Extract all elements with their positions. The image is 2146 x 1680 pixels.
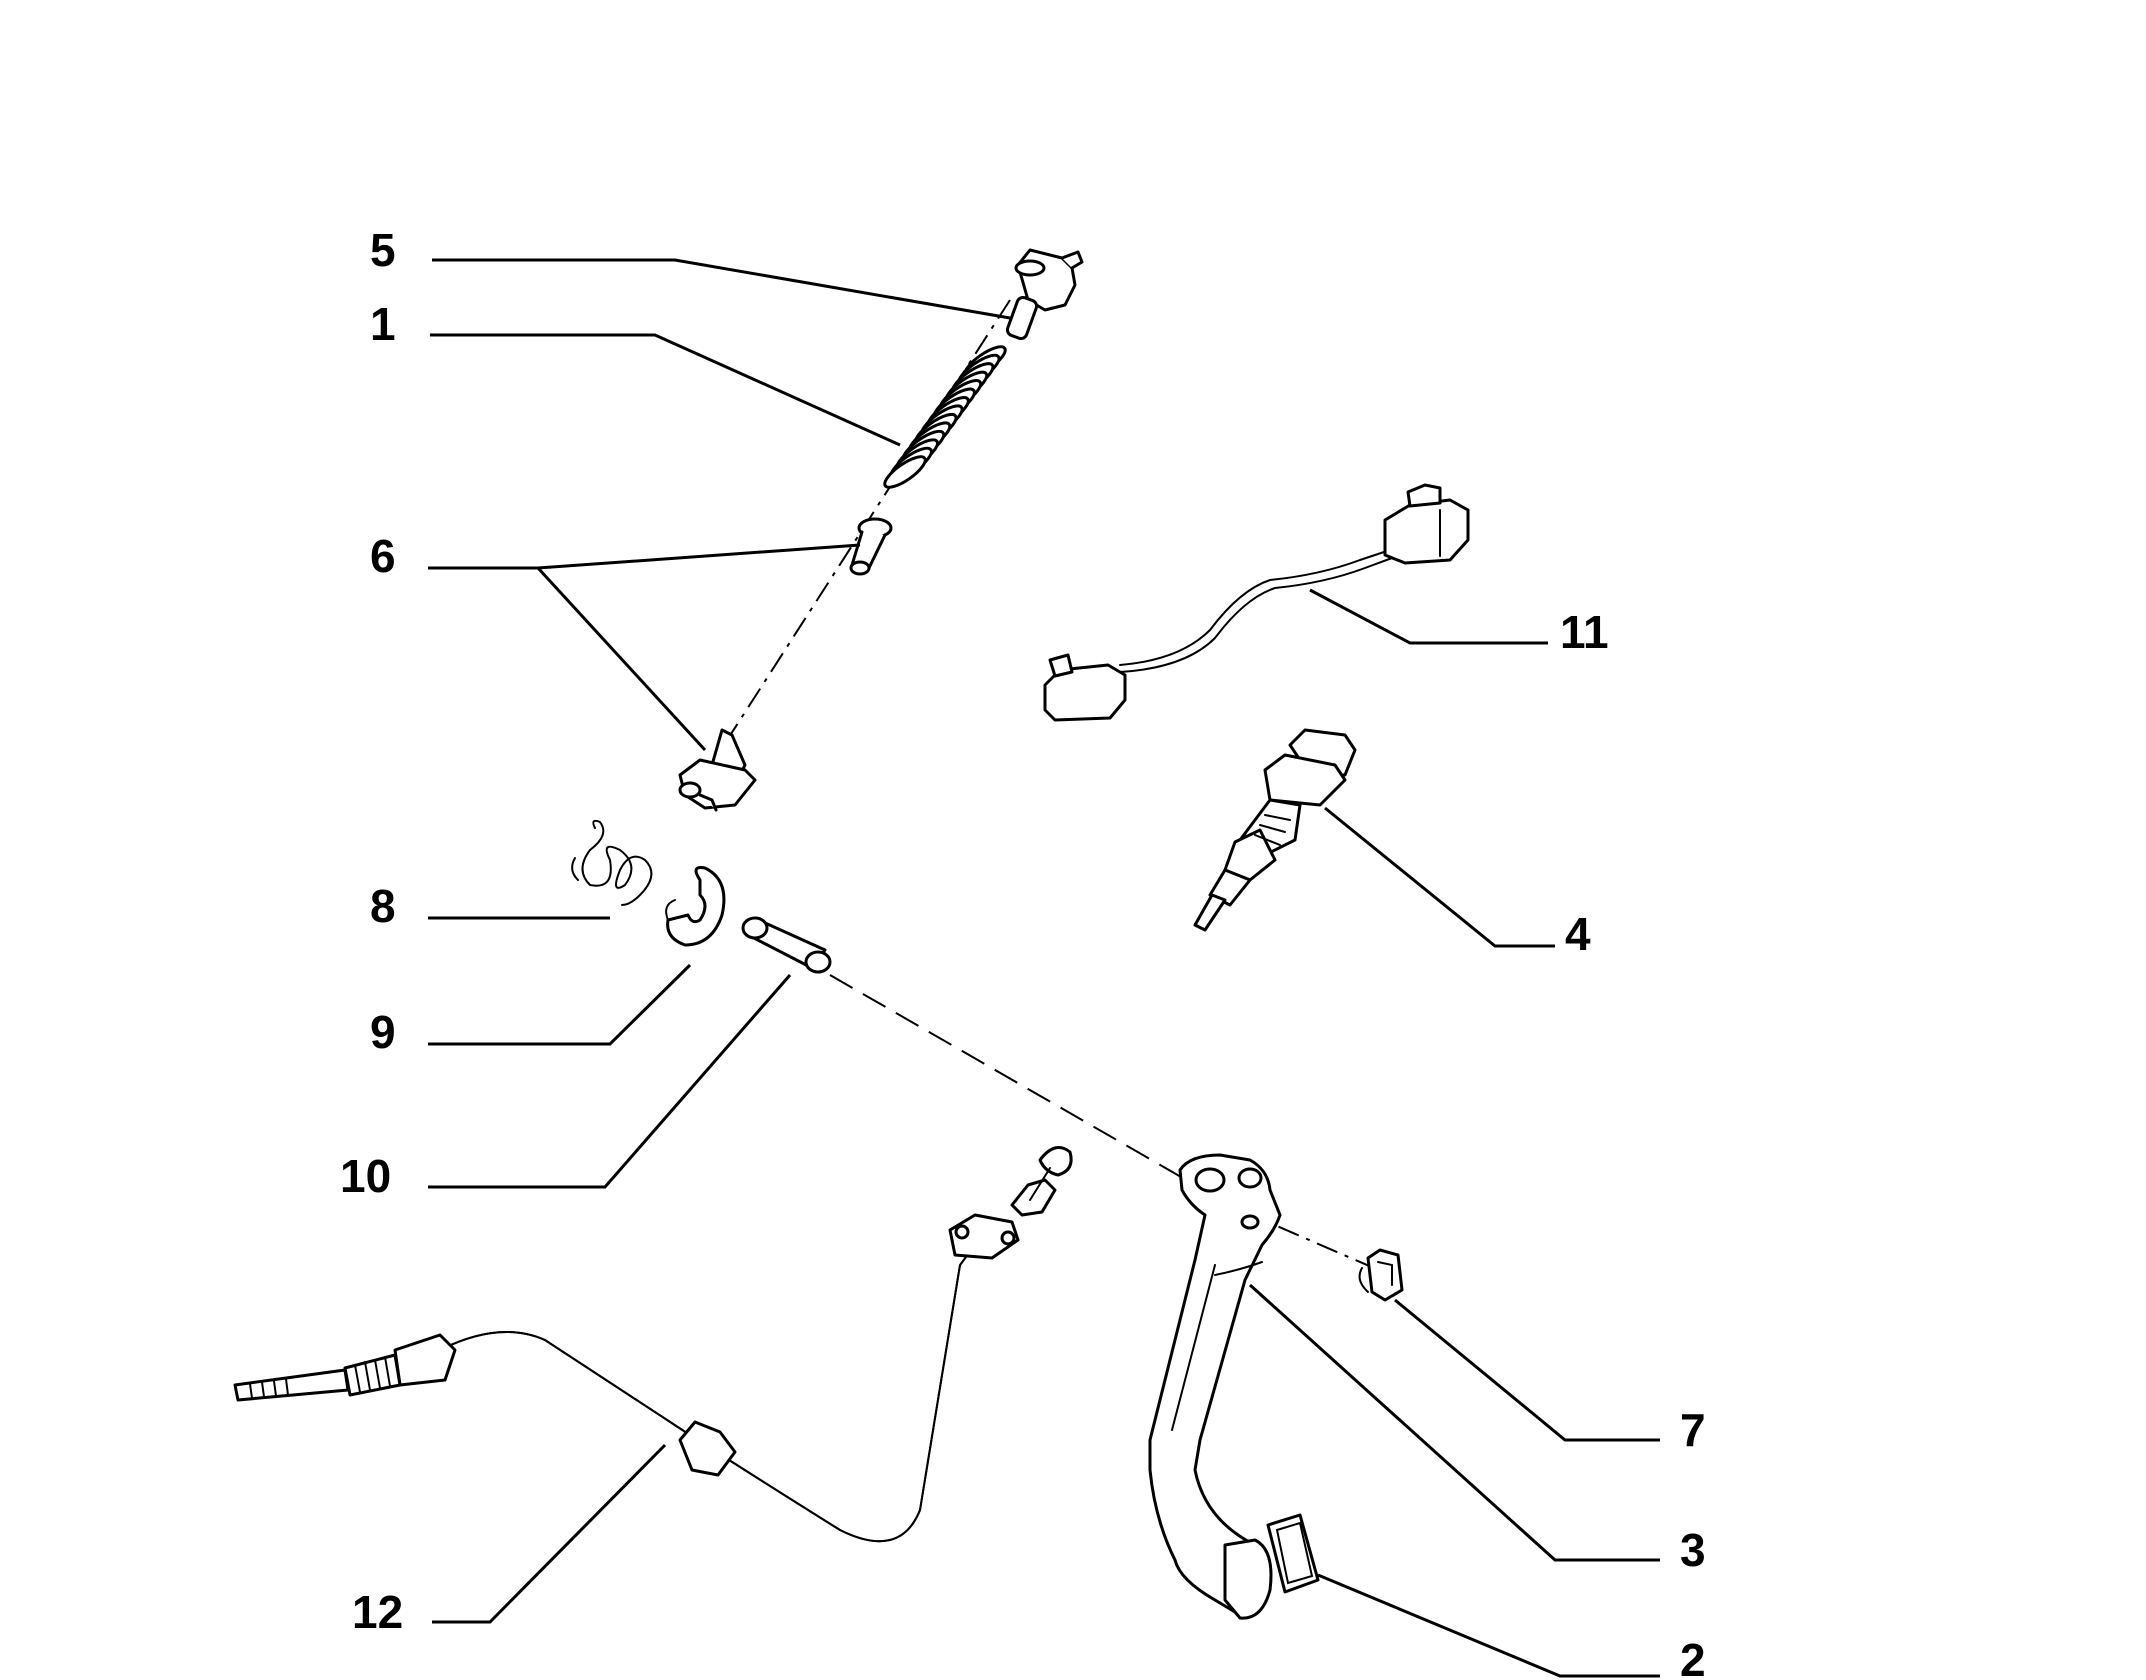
clutch-cable-icon [233,1146,1073,1543]
callout-7: 7 [1680,1404,1706,1456]
callout-1: 1 [370,298,396,350]
leader-1 [430,333,901,447]
coil-turn [883,455,927,489]
callout-4: 4 [1565,908,1591,960]
pedal-pivot-axis [829,974,1196,1186]
clip-axis [1239,1209,1391,1276]
spring-clip-icon [1358,1248,1404,1302]
callout-5: 5 [370,224,396,276]
callout-11: 11 [1560,606,1609,658]
leader-4 [1324,806,1555,948]
leader-2 [1317,1573,1660,1678]
leader-6 [428,543,861,752]
clutch-pedal-icon [1148,1153,1282,1620]
stop-light-switch-icon [1193,728,1357,932]
leader-7 [1394,1298,1660,1442]
callout-8: 8 [370,880,396,932]
callout-9: 9 [370,1006,396,1058]
cable-end-fitting-icon [1005,248,1084,341]
callout-6: 6 [370,530,396,582]
callout-12: 12 [352,1586,403,1638]
leader-3 [1248,1283,1660,1562]
leader-10 [428,974,792,1189]
micro-switch-with-wire-icon [1043,483,1470,722]
bushing-pair-icon [678,517,893,812]
callout-10: 10 [340,1150,391,1202]
leader-11 [1309,588,1548,645]
pedal-pad-icon [1266,1513,1320,1594]
leader-5 [432,258,1011,320]
pivot-spacer-icon [741,916,832,974]
callout-2: 2 [1680,1634,1706,1680]
coil-spring-icon [883,345,1007,489]
retaining-clip-icon [665,866,726,947]
leader-9 [428,963,692,1046]
leader-12 [432,1443,667,1624]
upper-bushing [849,517,893,576]
torsion-spring-icon [571,819,653,906]
callout-3: 3 [1680,1524,1706,1576]
lower-bushing [678,728,757,812]
